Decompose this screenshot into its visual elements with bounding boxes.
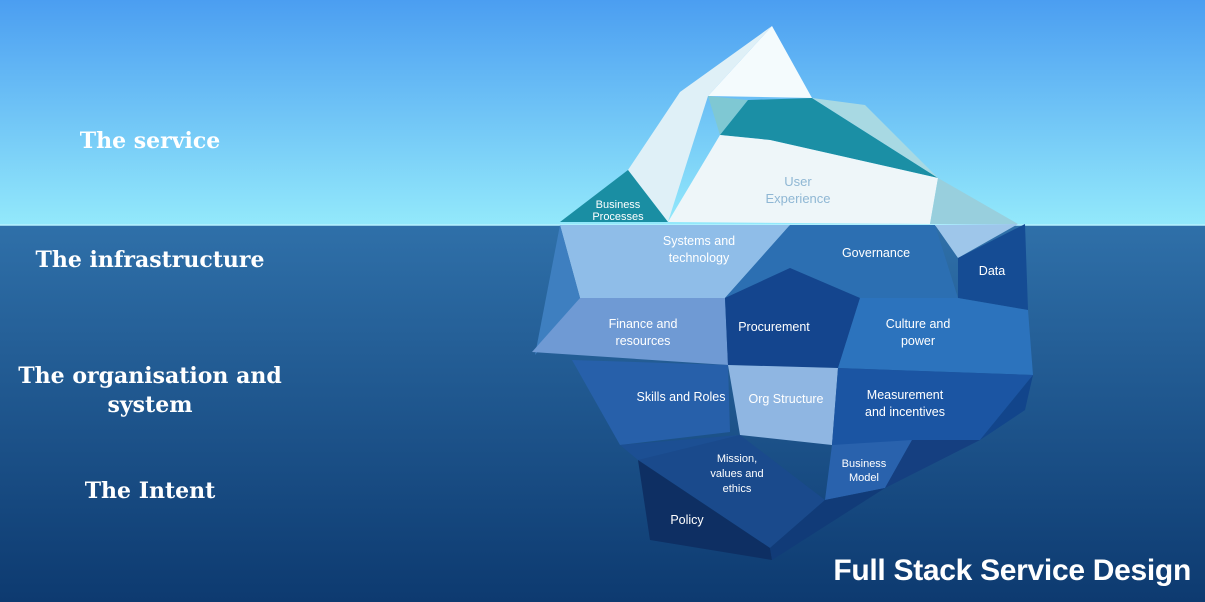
layer-label-service: The service bbox=[79, 128, 221, 154]
tip-face-right bbox=[930, 178, 1018, 224]
segment-business-model bbox=[825, 440, 912, 500]
iceberg-infrastructure bbox=[535, 224, 1028, 355]
segment-org-structure bbox=[728, 365, 838, 445]
infra-left-face bbox=[535, 225, 580, 355]
tip-face-top bbox=[708, 26, 812, 98]
label-policy: Policy bbox=[670, 513, 704, 527]
segment-measurement-incentives bbox=[832, 368, 1033, 445]
intent-dark-right bbox=[885, 440, 980, 488]
segment-data bbox=[958, 224, 1028, 310]
label-org-structure: Org Structure bbox=[748, 392, 823, 406]
segment-policy bbox=[638, 460, 772, 560]
segment-user-experience bbox=[668, 135, 938, 224]
segment-mission-values bbox=[638, 435, 825, 548]
brand-title: Full Stack Service Design bbox=[833, 554, 1191, 587]
layer-label-organisation: The organisation and system bbox=[18, 363, 282, 418]
infra-light-chip bbox=[935, 224, 1018, 258]
org-right-face bbox=[980, 375, 1033, 440]
segment-finance-resources bbox=[532, 298, 728, 365]
label-data: Data bbox=[979, 264, 1005, 278]
tip-face-left bbox=[628, 26, 772, 222]
segment-skills-roles bbox=[572, 360, 730, 445]
label-governance: Governance bbox=[842, 246, 910, 260]
segment-governance bbox=[725, 225, 958, 298]
layer-label-infrastructure: The infrastructure bbox=[35, 247, 265, 273]
segment-systems-technology bbox=[560, 225, 790, 298]
segment-business-processes bbox=[560, 170, 668, 222]
iceberg-intent bbox=[620, 435, 980, 560]
label-procurement: Procurement bbox=[738, 320, 810, 334]
intent-left-face bbox=[620, 435, 740, 460]
tip-teal-right bbox=[812, 98, 938, 178]
layer-label-intent: The Intent bbox=[84, 478, 216, 504]
intent-bottom-face bbox=[770, 488, 885, 560]
tip-teal-band bbox=[720, 98, 938, 178]
tip-teal-left bbox=[708, 96, 748, 135]
segment-culture-power bbox=[838, 298, 1033, 375]
iceberg-tip bbox=[560, 26, 1018, 224]
sky bbox=[0, 0, 1205, 225]
label-skills-roles: Skills and Roles bbox=[637, 390, 726, 404]
iceberg-organisation bbox=[532, 268, 1033, 445]
segment-procurement bbox=[725, 268, 860, 368]
